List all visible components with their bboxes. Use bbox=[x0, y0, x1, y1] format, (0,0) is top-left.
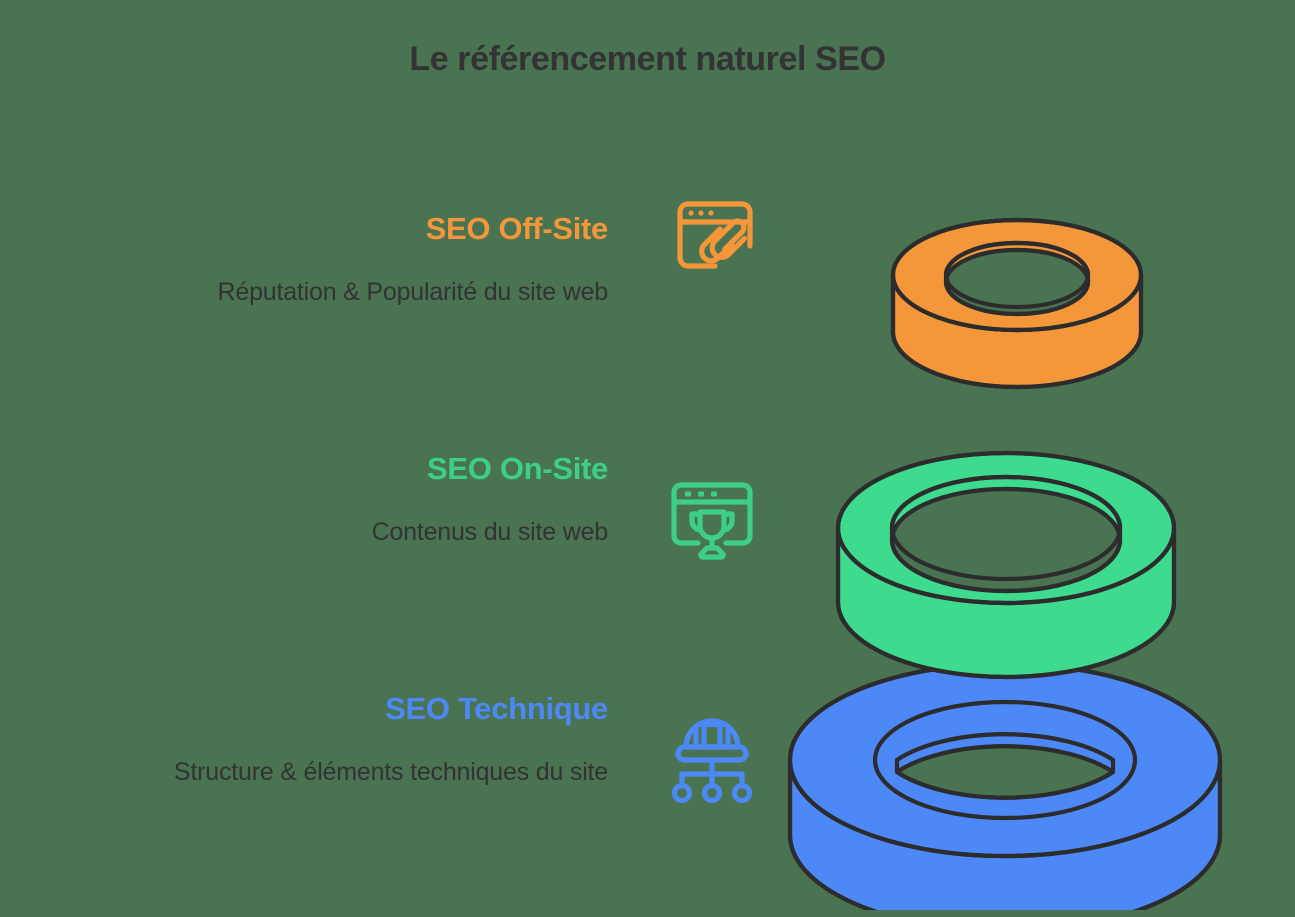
layer-subtitle-technique: Structure & éléments techniques du site bbox=[173, 758, 608, 787]
layer-heading-offsite: SEO Off-Site bbox=[425, 211, 609, 246]
layer-subtitle-onsite: Contenus du site web bbox=[371, 518, 609, 547]
layer-row-onsite: SEO On-Site Contenus du site web bbox=[0, 451, 780, 612]
layer-text-offsite: SEO Off-Site Réputation & Popularité du … bbox=[0, 211, 609, 307]
page-title: Le référencement naturel SEO bbox=[409, 40, 886, 78]
layer-heading-technique: SEO Technique bbox=[385, 691, 608, 726]
layer-text-technique: SEO Technique Structure & éléments techn… bbox=[0, 691, 608, 787]
hardhat-sitemap-icon bbox=[660, 704, 764, 808]
layer-subtitle-offsite: Réputation & Popularité du site web bbox=[217, 278, 609, 307]
browser-trophy-icon bbox=[660, 464, 764, 568]
stacked-rings-diagram bbox=[760, 170, 1295, 910]
layer-heading-onsite: SEO On-Site bbox=[426, 451, 608, 486]
layer-row-offsite: SEO Off-Site Réputation & Popularité du … bbox=[0, 201, 780, 372]
browser-link-icon bbox=[660, 182, 764, 286]
layer-text-onsite: SEO On-Site Contenus du site web bbox=[0, 451, 609, 547]
layer-row-technique: SEO Technique Structure & éléments techn… bbox=[0, 691, 780, 852]
